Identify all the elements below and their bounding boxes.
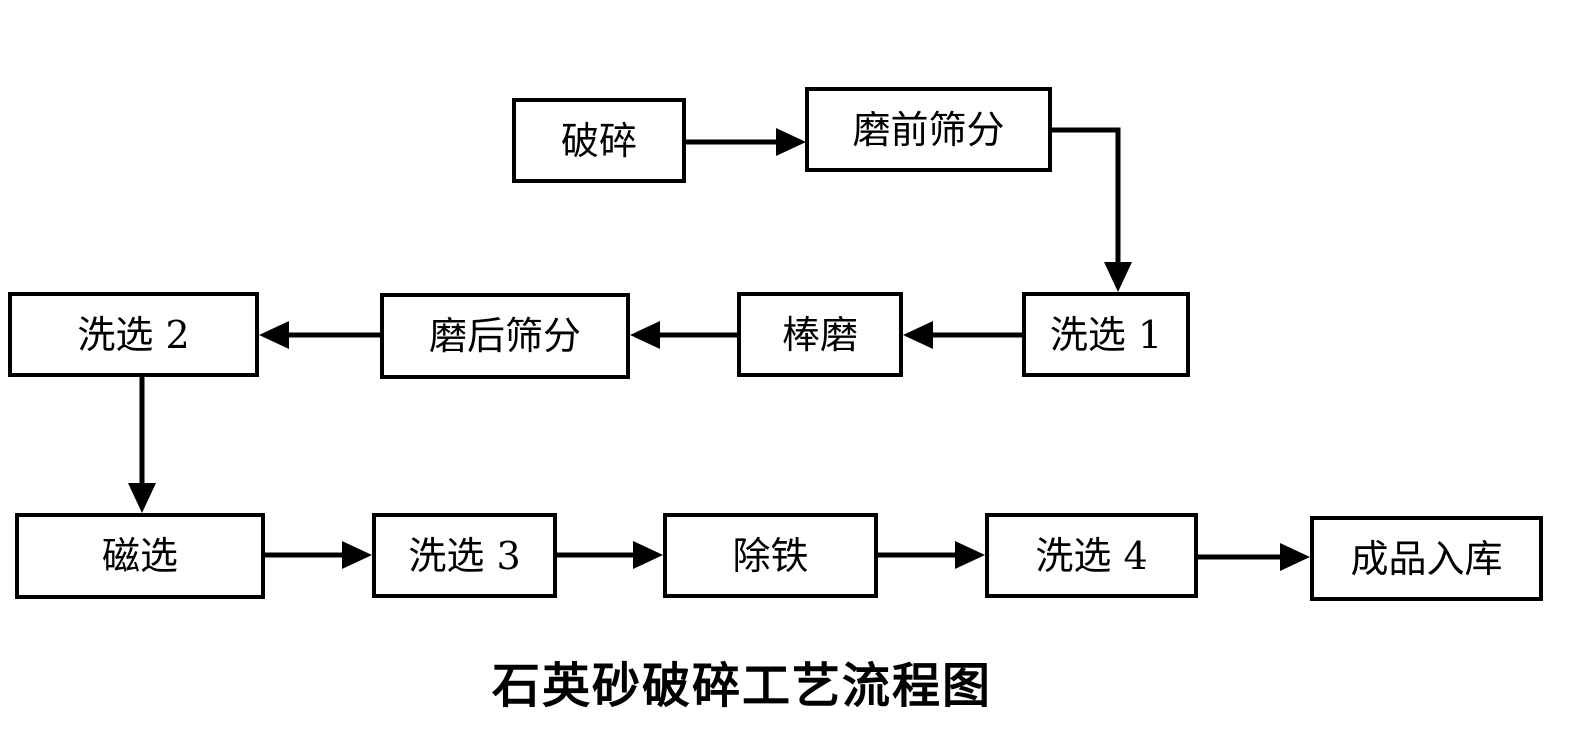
node-pre-grinding-screening: 磨前筛分 <box>805 87 1052 172</box>
diagram-title: 石英砂破碎工艺流程图 <box>491 658 993 714</box>
arrow-magnetic-to-wash3 <box>265 541 372 569</box>
arrow-wash3-to-iron <box>557 541 663 569</box>
arrow-iron-to-wash4 <box>878 541 985 569</box>
node-finished-product-storage: 成品入库 <box>1310 516 1543 601</box>
node-washing-2: 洗选 2 <box>8 292 259 377</box>
node-iron-removal: 除铁 <box>663 513 878 598</box>
node-post-grinding-screening: 磨后筛分 <box>380 293 630 379</box>
arrow-pre-screen-to-wash1 <box>1052 127 1132 292</box>
node-magnetic-separation: 磁选 <box>15 513 265 599</box>
node-washing-4: 洗选 4 <box>985 513 1198 598</box>
node-washing-3: 洗选 3 <box>372 513 557 598</box>
node-washing-1: 洗选 1 <box>1022 292 1190 377</box>
arrow-wash4-to-storage <box>1198 543 1310 571</box>
arrow-crush-to-pre-screen <box>686 128 806 156</box>
arrow-wash2-to-magnetic <box>128 377 156 513</box>
node-crush: 破碎 <box>512 98 686 183</box>
node-rod-mill: 棒磨 <box>737 292 903 377</box>
arrow-post-screen-to-wash2 <box>259 321 380 349</box>
arrow-wash1-to-rod-mill <box>903 321 1022 349</box>
arrow-rod-mill-to-post-screen <box>630 321 737 349</box>
